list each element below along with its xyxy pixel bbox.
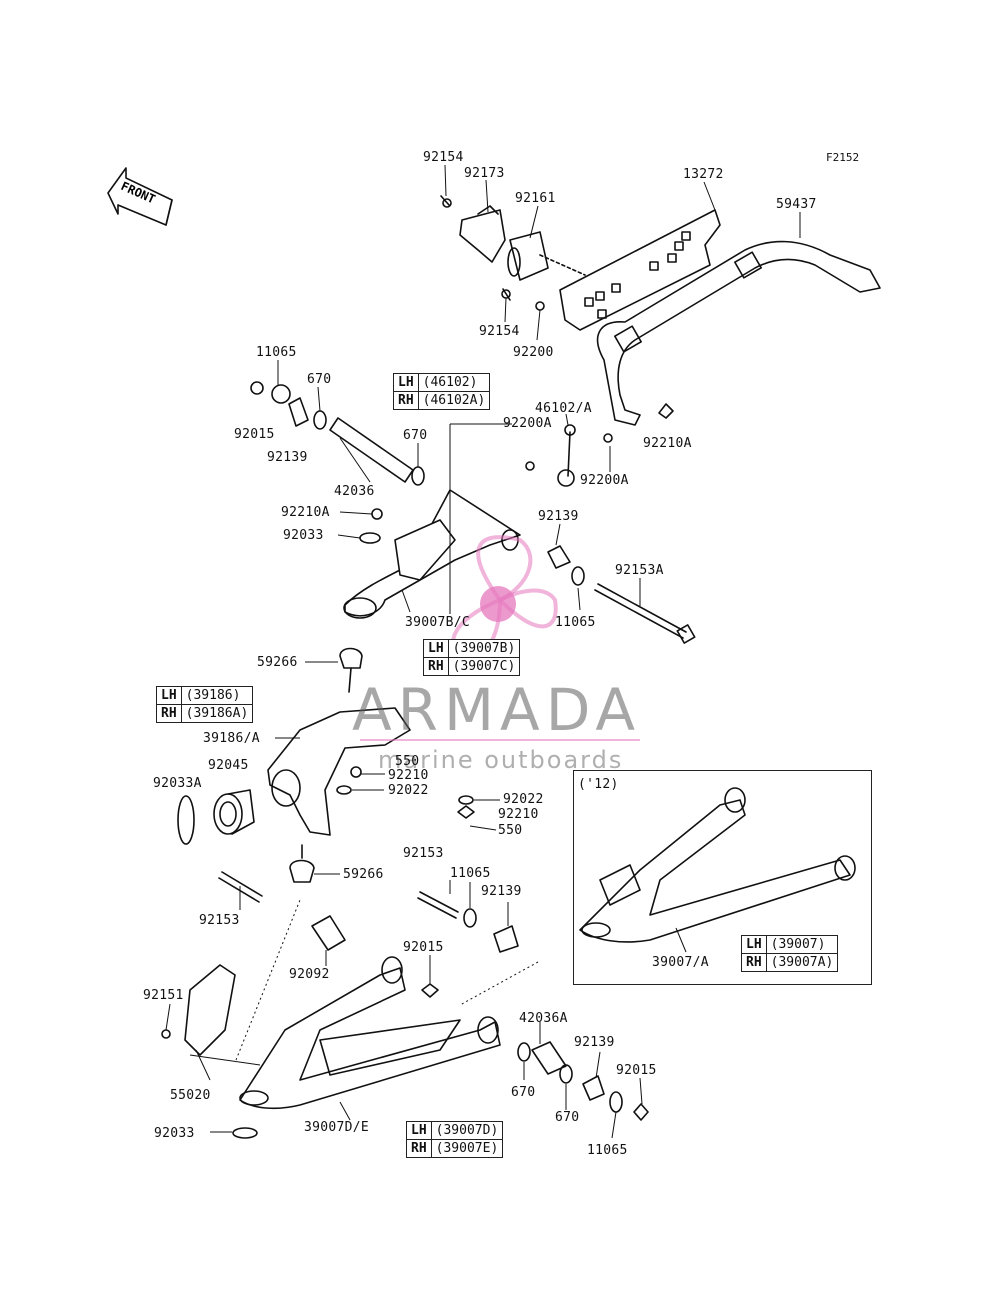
part-label: 92173	[464, 166, 505, 181]
part-label: 92153A	[615, 563, 664, 578]
rh-part: (39007C)	[447, 657, 521, 676]
part-label: 92200	[513, 345, 554, 360]
part-label: 92045	[208, 758, 249, 773]
front-arrow-icon	[107, 167, 173, 226]
part-label: 92139	[574, 1035, 615, 1050]
part-label: 42036	[334, 484, 375, 499]
rh-part: (39186A)	[180, 704, 254, 723]
part-label: 92033A	[153, 776, 202, 791]
lh-cell: LH	[156, 686, 182, 705]
part-label: 92139	[267, 450, 308, 465]
lh-cell: LH	[406, 1121, 432, 1140]
inset-frame	[573, 770, 872, 985]
lh-rh-table: LH(46102) RH(46102A)	[393, 373, 491, 410]
lh-rh-table: LH(39007) RH(39007A)	[741, 935, 839, 972]
rh-cell: RH	[406, 1139, 432, 1158]
part-label: 92139	[538, 509, 579, 524]
rh-cell: RH	[423, 657, 449, 676]
part-label: 46102/A	[535, 401, 592, 416]
part-label: 11065	[555, 615, 596, 630]
part-label: 92210	[498, 807, 539, 822]
part-label: 92200A	[580, 473, 629, 488]
part-label: 39007B/C	[405, 615, 471, 630]
rh-part: (39007A)	[765, 953, 839, 972]
part-label: 92210A	[643, 436, 692, 451]
front-label-svg: FRONT	[119, 179, 158, 206]
part-label: 92022	[503, 792, 544, 807]
inset-year-label: ('12)	[578, 777, 619, 792]
part-label: 92161	[515, 191, 556, 206]
lh-part: (39186)	[180, 686, 254, 705]
part-label: 550	[498, 823, 523, 838]
part-label: 92200A	[503, 416, 552, 431]
lh-rh-table: LH(39007B) RH(39007C)	[423, 639, 521, 676]
upper-a-arm-39007B-C	[343, 489, 585, 619]
part-label: 11065	[587, 1143, 628, 1158]
part-label: 670	[403, 428, 428, 443]
part-label: 92015	[616, 1063, 657, 1078]
part-label: 92033	[283, 528, 324, 543]
lh-cell: LH	[741, 935, 767, 954]
part-label: 92153	[403, 846, 444, 861]
part-label: 92139	[481, 884, 522, 899]
part-label: 92033	[154, 1126, 195, 1141]
lh-part: (46102)	[417, 373, 491, 392]
part-label: 59266	[257, 655, 298, 670]
rh-part: (39007E)	[430, 1139, 504, 1158]
part-label: 13272	[683, 167, 724, 182]
inset-a-arm-39007	[579, 787, 856, 943]
part-label: 92154	[479, 324, 520, 339]
part-label: 55020	[170, 1088, 211, 1103]
part-label: 670	[307, 372, 332, 387]
part-label: 92153	[199, 913, 240, 928]
figure-code: F2152	[826, 151, 860, 164]
lh-cell: LH	[423, 639, 449, 658]
lh-rh-table: LH(39186) RH(39186A)	[156, 686, 254, 723]
part-label: 92092	[289, 967, 330, 982]
stabilizer-bar-59437	[596, 240, 881, 426]
lower-a-arm-39007D-E	[239, 956, 501, 1110]
part-label: 39186/A	[203, 731, 260, 746]
rh-cell: RH	[156, 704, 182, 723]
part-label: 92015	[234, 427, 275, 442]
part-label: 92015	[403, 940, 444, 955]
lh-rh-table: LH(39007D) RH(39007E)	[406, 1121, 504, 1158]
part-label: 11065	[450, 866, 491, 881]
rh-cell: RH	[393, 391, 419, 410]
mount-plate-13272	[559, 209, 721, 331]
part-label: 42036A	[519, 1011, 568, 1026]
lh-cell: LH	[393, 373, 419, 392]
watermark-tagline: marine outboards	[378, 746, 624, 774]
part-label: 59266	[343, 867, 384, 882]
front-label: FRONT	[119, 179, 158, 206]
part-label: 39007D/E	[304, 1120, 370, 1135]
part-label: 59437	[776, 197, 817, 212]
lh-part: (39007)	[765, 935, 839, 954]
lh-part: (39007D)	[430, 1121, 504, 1140]
part-label: 92210	[388, 768, 429, 783]
part-label: 92210A	[281, 505, 330, 520]
part-label: 92154	[423, 150, 464, 165]
part-label: 92022	[388, 783, 429, 798]
part-label: 39007/A	[652, 955, 709, 970]
rh-cell: RH	[741, 953, 767, 972]
watermark-brand: ARMADA	[352, 676, 642, 744]
part-label: 670	[555, 1110, 580, 1125]
rh-part: (46102A)	[417, 391, 491, 410]
part-label: 11065	[256, 345, 297, 360]
part-label: 550	[395, 754, 420, 769]
pivot-shaft-42036	[329, 417, 414, 483]
lh-part: (39007B)	[447, 639, 521, 658]
part-label: 92151	[143, 988, 184, 1003]
part-label: 670	[511, 1085, 536, 1100]
